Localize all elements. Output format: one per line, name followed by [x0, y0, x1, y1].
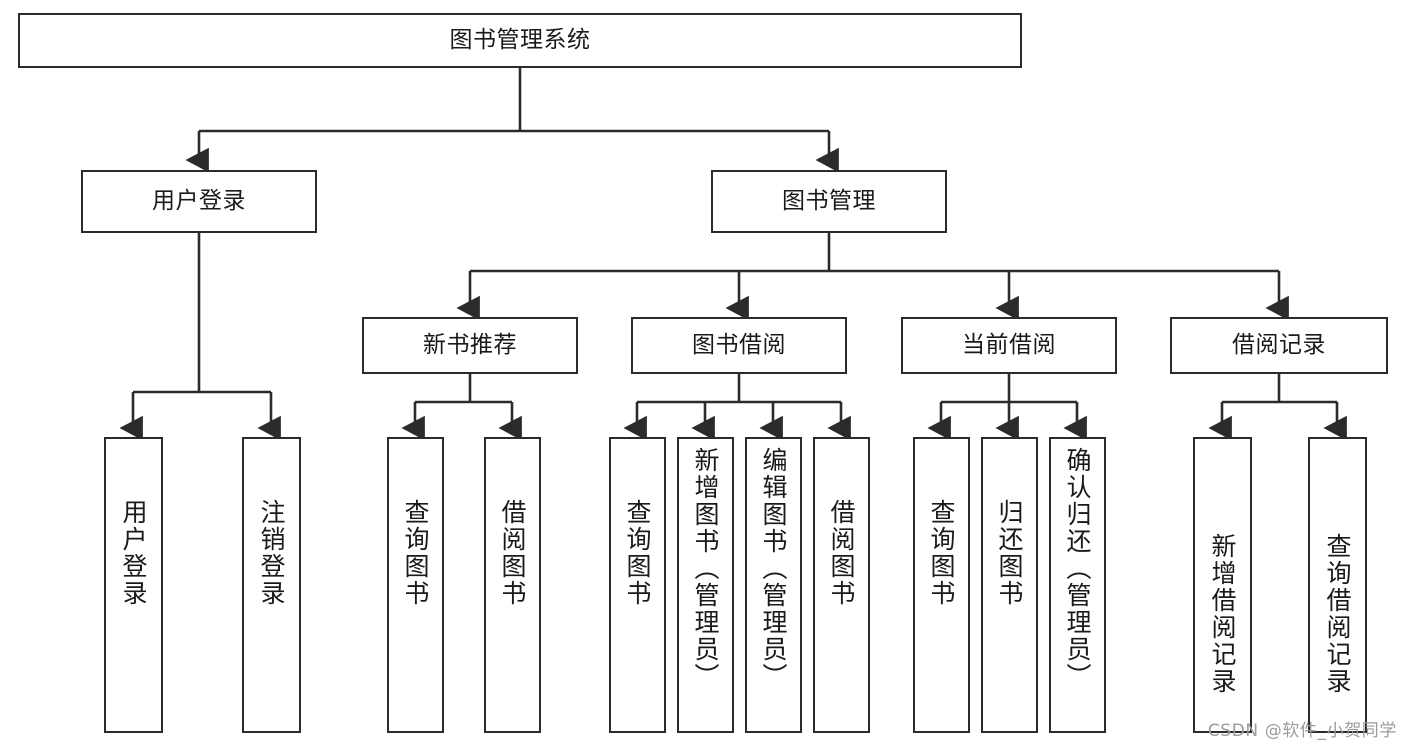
node-leaf-logout-label: 注销登录	[257, 499, 286, 607]
node-leaf-add-record-label: 新增借阅记录	[1208, 533, 1237, 695]
node-leaf-add-book[interactable]: 新增图书（管理员）	[677, 437, 734, 733]
node-leaf-confirm-return-label: 确认归还（管理员）	[1063, 447, 1092, 690]
node-leaf-query-book-2-label: 查询图书	[623, 499, 652, 607]
node-leaf-borrow-book-1-label: 借阅图书	[498, 499, 527, 607]
node-root-label: 图书管理系统	[449, 26, 591, 53]
node-new-book-rec[interactable]: 新书推荐	[362, 317, 578, 374]
node-leaf-query-record[interactable]: 查询借阅记录	[1308, 437, 1367, 733]
node-new-book-rec-label: 新书推荐	[423, 331, 517, 358]
node-user-login[interactable]: 用户登录	[81, 170, 317, 233]
node-current-borrow[interactable]: 当前借阅	[901, 317, 1117, 374]
node-leaf-borrow-book-2-label: 借阅图书	[827, 499, 856, 607]
node-current-borrow-label: 当前借阅	[962, 331, 1056, 358]
node-leaf-edit-book-label: 编辑图书（管理员）	[759, 447, 788, 690]
node-root[interactable]: 图书管理系统	[18, 13, 1022, 68]
node-leaf-query-book-2[interactable]: 查询图书	[609, 437, 666, 733]
node-leaf-return-book-label: 归还图书	[995, 499, 1024, 607]
watermark: CSDN @软件_小贺同学	[1207, 721, 1397, 741]
node-leaf-query-book-3-label: 查询图书	[927, 499, 956, 607]
node-borrow-record-label: 借阅记录	[1232, 331, 1326, 358]
node-book-borrow[interactable]: 图书借阅	[631, 317, 847, 374]
node-leaf-query-book-1-label: 查询图书	[401, 499, 430, 607]
node-book-manage-label: 图书管理	[782, 187, 876, 214]
node-leaf-query-book-1[interactable]: 查询图书	[387, 437, 444, 733]
node-leaf-edit-book[interactable]: 编辑图书（管理员）	[745, 437, 802, 733]
node-leaf-user-login-label: 用户登录	[119, 499, 148, 607]
node-leaf-logout[interactable]: 注销登录	[242, 437, 301, 733]
node-leaf-confirm-return[interactable]: 确认归还（管理员）	[1049, 437, 1106, 733]
node-leaf-return-book[interactable]: 归还图书	[981, 437, 1038, 733]
node-leaf-add-book-label: 新增图书（管理员）	[691, 447, 720, 690]
node-book-borrow-label: 图书借阅	[692, 331, 786, 358]
node-borrow-record[interactable]: 借阅记录	[1170, 317, 1388, 374]
node-leaf-query-book-3[interactable]: 查询图书	[913, 437, 970, 733]
node-leaf-user-login[interactable]: 用户登录	[104, 437, 163, 733]
node-user-login-label: 用户登录	[152, 187, 246, 214]
node-leaf-borrow-book-1[interactable]: 借阅图书	[484, 437, 541, 733]
node-leaf-add-record[interactable]: 新增借阅记录	[1193, 437, 1252, 733]
node-leaf-query-record-label: 查询借阅记录	[1323, 533, 1352, 695]
node-book-manage[interactable]: 图书管理	[711, 170, 947, 233]
node-leaf-borrow-book-2[interactable]: 借阅图书	[813, 437, 870, 733]
